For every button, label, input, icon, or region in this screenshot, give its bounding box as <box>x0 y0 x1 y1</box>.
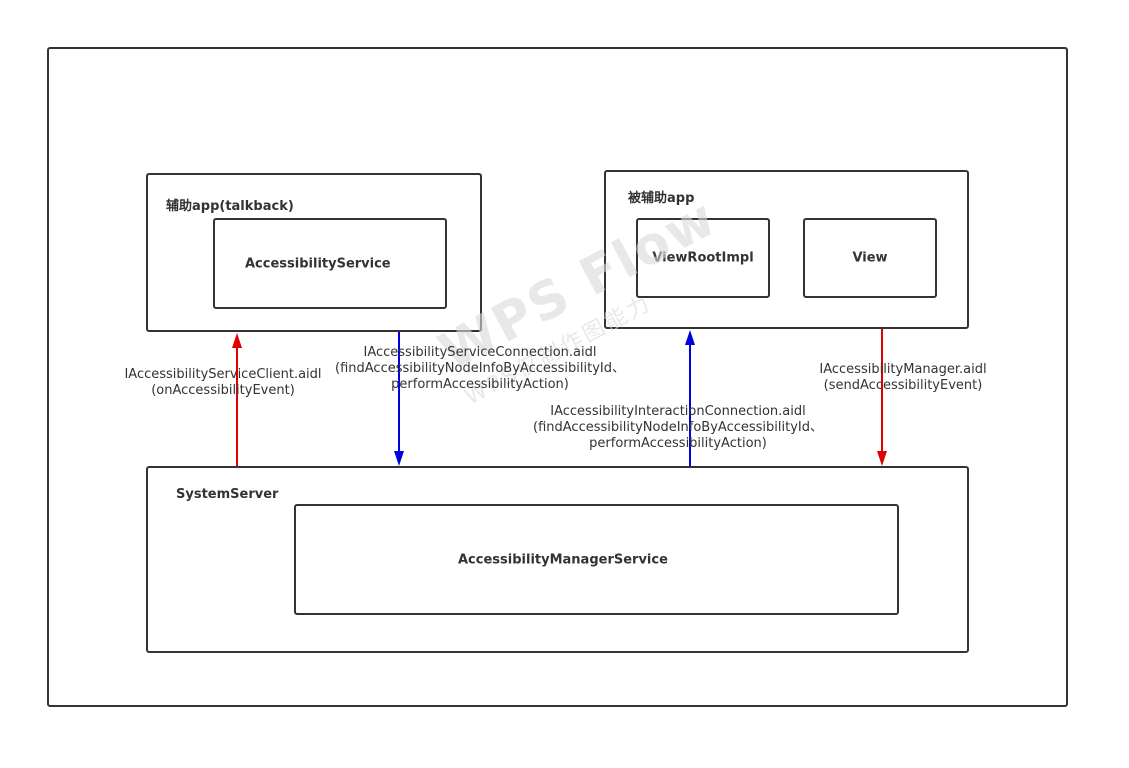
accessibility-service-box[interactable]: AccessibilityService <box>213 218 447 309</box>
assisted-app-title: 被辅助app <box>628 191 695 206</box>
accessibility-service-label: AccessibilityService <box>245 256 391 271</box>
interaction-connection-label: IAccessibilityInteractionConnection.aidl… <box>518 404 838 452</box>
service-connection-line3: performAccessibilityAction) <box>391 377 569 392</box>
service-connection-line2: (findAccessibilityNodeInfoByAccessibilit… <box>335 361 625 376</box>
service-client-arrow <box>232 333 242 466</box>
view-box[interactable]: View <box>803 218 937 298</box>
accessibility-manager-line1: IAccessibilityManager.aidl <box>819 362 987 377</box>
service-connection-line1: IAccessibilityServiceConnection.aidl <box>363 345 597 360</box>
service-connection-arrow <box>394 332 404 466</box>
view-root-impl-label: ViewRootImpl <box>652 250 754 266</box>
service-client-label: IAccessibilityServiceClient.aidl (onAcce… <box>118 367 328 399</box>
accessibility-manager-arrow <box>877 329 887 466</box>
outer-frame <box>47 47 1068 707</box>
assist-app-title: 辅助app(talkback) <box>166 199 294 214</box>
accessibility-manager-service-label: AccessibilityManagerService <box>458 552 668 567</box>
accessibility-manager-service-box[interactable]: AccessibilityManagerService <box>294 504 899 615</box>
view-root-impl-box[interactable]: ViewRootImpl <box>636 218 770 298</box>
interaction-connection-line2: (findAccessibilityNodeInfoByAccessibilit… <box>533 420 823 435</box>
assisted-app-box[interactable]: 被辅助app <box>604 170 969 329</box>
assist-app-box[interactable]: 辅助app(talkback) <box>146 173 482 332</box>
interaction-connection-line3: performAccessibilityAction) <box>589 436 767 451</box>
system-server-box[interactable]: SystemServer <box>146 466 969 653</box>
view-label: View <box>852 250 888 266</box>
service-client-line2: (onAccessibilityEvent) <box>151 383 295 398</box>
accessibility-manager-label: IAccessibilityManager.aidl (sendAccessib… <box>808 362 998 394</box>
service-connection-label: IAccessibilityServiceConnection.aidl (fi… <box>320 345 640 393</box>
interaction-connection-line1: IAccessibilityInteractionConnection.aidl <box>550 404 806 419</box>
accessibility-manager-line2: (sendAccessibilityEvent) <box>823 378 983 393</box>
service-client-line1: IAccessibilityServiceClient.aidl <box>124 367 322 382</box>
interaction-connection-arrow <box>685 330 695 466</box>
system-server-title: SystemServer <box>176 487 279 502</box>
